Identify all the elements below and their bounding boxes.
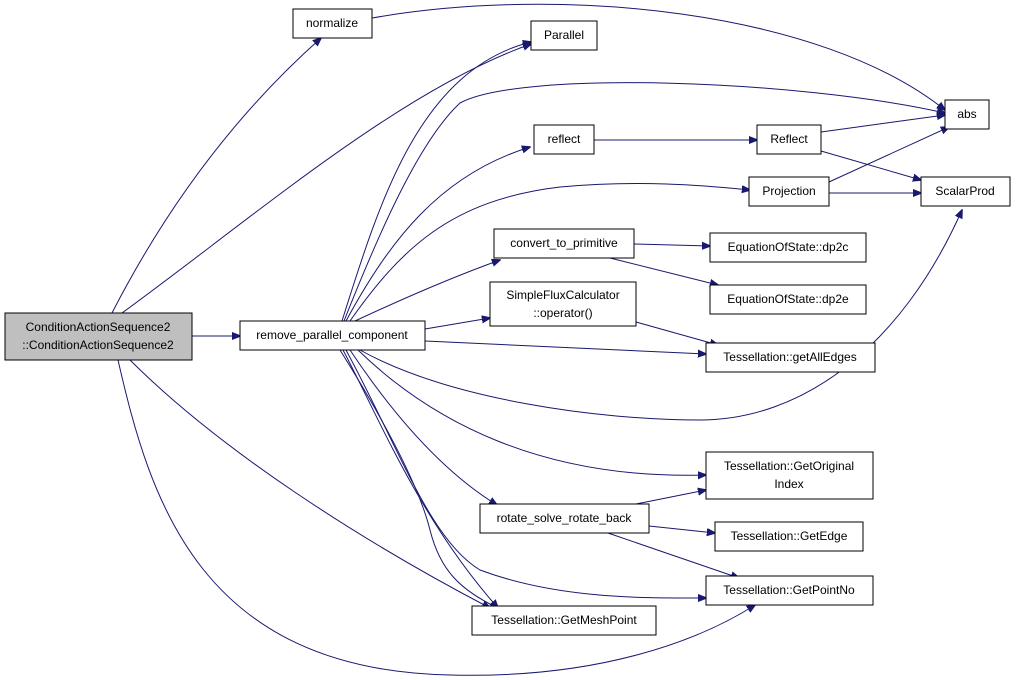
node-label: rotate_solve_rotate_back <box>497 511 633 525</box>
node-label-line1: ConditionActionSequence2 <box>26 320 171 334</box>
node-get-original-index[interactable]: Tessellation::GetOriginal Index <box>705 451 874 500</box>
node-label: Tessellation::getAllEdges <box>723 350 856 364</box>
edge-root-normalize <box>111 38 321 314</box>
node-root[interactable]: ConditionActionSequence2 ::ConditionActi… <box>4 312 193 361</box>
edges <box>111 3 962 676</box>
edge-rpc-reflect <box>345 147 530 322</box>
nodes: ConditionActionSequence2 ::ConditionActi… <box>4 8 1011 636</box>
node-label: EquationOfState::dp2c <box>728 240 849 254</box>
edge-normalize-abs <box>371 3 945 110</box>
edge-rpc-getmeshpoint-2 <box>339 349 498 608</box>
node-get-point-no[interactable]: Tessellation::GetPointNo <box>705 575 874 606</box>
node-scalarprod[interactable]: ScalarProd <box>920 176 1011 207</box>
node-label-line1: SimpleFluxCalculator <box>506 288 619 302</box>
node-label: abs <box>957 107 976 121</box>
edge-rpc-getpointno <box>345 349 706 598</box>
edge-rpc-scalarprod <box>359 210 962 421</box>
edge-rsrb-getpointno <box>604 531 739 578</box>
edge-root-getpointno <box>117 359 755 676</box>
node-label-line1: Tessellation::GetOriginal <box>724 459 854 473</box>
node-label: remove_parallel_component <box>256 328 408 342</box>
node-label: normalize <box>306 16 358 30</box>
node-reflect-class[interactable]: Reflect <box>756 124 822 155</box>
node-label-line2: ::ConditionActionSequence2 <box>22 338 174 352</box>
node-abs[interactable]: abs <box>944 99 990 130</box>
node-label: EquationOfState::dp2e <box>727 292 849 306</box>
node-label: ScalarProd <box>935 184 994 198</box>
node-label: Reflect <box>770 132 808 146</box>
edge-rsrb-getedge <box>648 525 715 533</box>
node-remove-parallel-component[interactable]: remove_parallel_component <box>239 320 426 351</box>
edge-rpc-abs <box>343 82 945 322</box>
edge-rpc-convert <box>354 260 500 322</box>
edge-rpc-projection <box>349 183 750 322</box>
node-parallel[interactable]: Parallel <box>530 20 598 51</box>
node-get-edge[interactable]: Tessellation::GetEdge <box>714 521 864 552</box>
edge-rpc-getoriginal <box>357 349 706 475</box>
node-label: Tessellation::GetEdge <box>731 529 848 543</box>
edge-sfc-getalledges <box>635 321 718 345</box>
node-get-all-edges[interactable]: Tessellation::getAllEdges <box>705 342 876 373</box>
node-get-mesh-point[interactable]: Tessellation::GetMeshPoint <box>471 605 657 636</box>
node-eos-dp2c[interactable]: EquationOfState::dp2c <box>709 232 867 263</box>
node-eos-dp2e[interactable]: EquationOfState::dp2e <box>709 284 867 315</box>
node-simple-flux-calculator[interactable]: SimpleFluxCalculator ::operator() <box>489 281 637 327</box>
edge-rpc-rsrb <box>349 349 497 505</box>
node-label: reflect <box>548 132 581 146</box>
node-projection[interactable]: Projection <box>748 176 830 207</box>
node-rotate-solve-rotate-back[interactable]: rotate_solve_rotate_back <box>479 503 650 534</box>
node-normalize[interactable]: normalize <box>292 8 373 39</box>
edge-rpc-parallel <box>341 42 531 322</box>
edge-root-parallel <box>121 44 531 314</box>
node-label: Projection <box>762 184 815 198</box>
edge-reflectcls-abs <box>820 115 945 133</box>
edge-rpc-sfc <box>424 318 490 330</box>
node-label-line2: ::operator() <box>533 306 592 320</box>
edge-convert-dp2e <box>609 257 718 285</box>
node-label: Tessellation::GetPointNo <box>723 583 855 597</box>
edge-root-getmeshpoint <box>129 359 490 608</box>
edge-rsrb-getoriginal <box>635 490 706 505</box>
node-label: Parallel <box>544 28 584 42</box>
node-convert-to-primitive[interactable]: convert_to_primitive <box>493 228 635 259</box>
edge-projection-abs <box>828 127 949 183</box>
edge-convert-dp2c <box>633 244 710 246</box>
node-label-line2: Index <box>774 477 803 491</box>
edge-reflectcls-scalarprod <box>820 150 921 180</box>
node-reflect[interactable]: reflect <box>533 124 595 155</box>
node-label: Tessellation::GetMeshPoint <box>491 613 637 627</box>
edge-rpc-getalledges <box>424 340 706 354</box>
node-label: convert_to_primitive <box>510 236 618 250</box>
